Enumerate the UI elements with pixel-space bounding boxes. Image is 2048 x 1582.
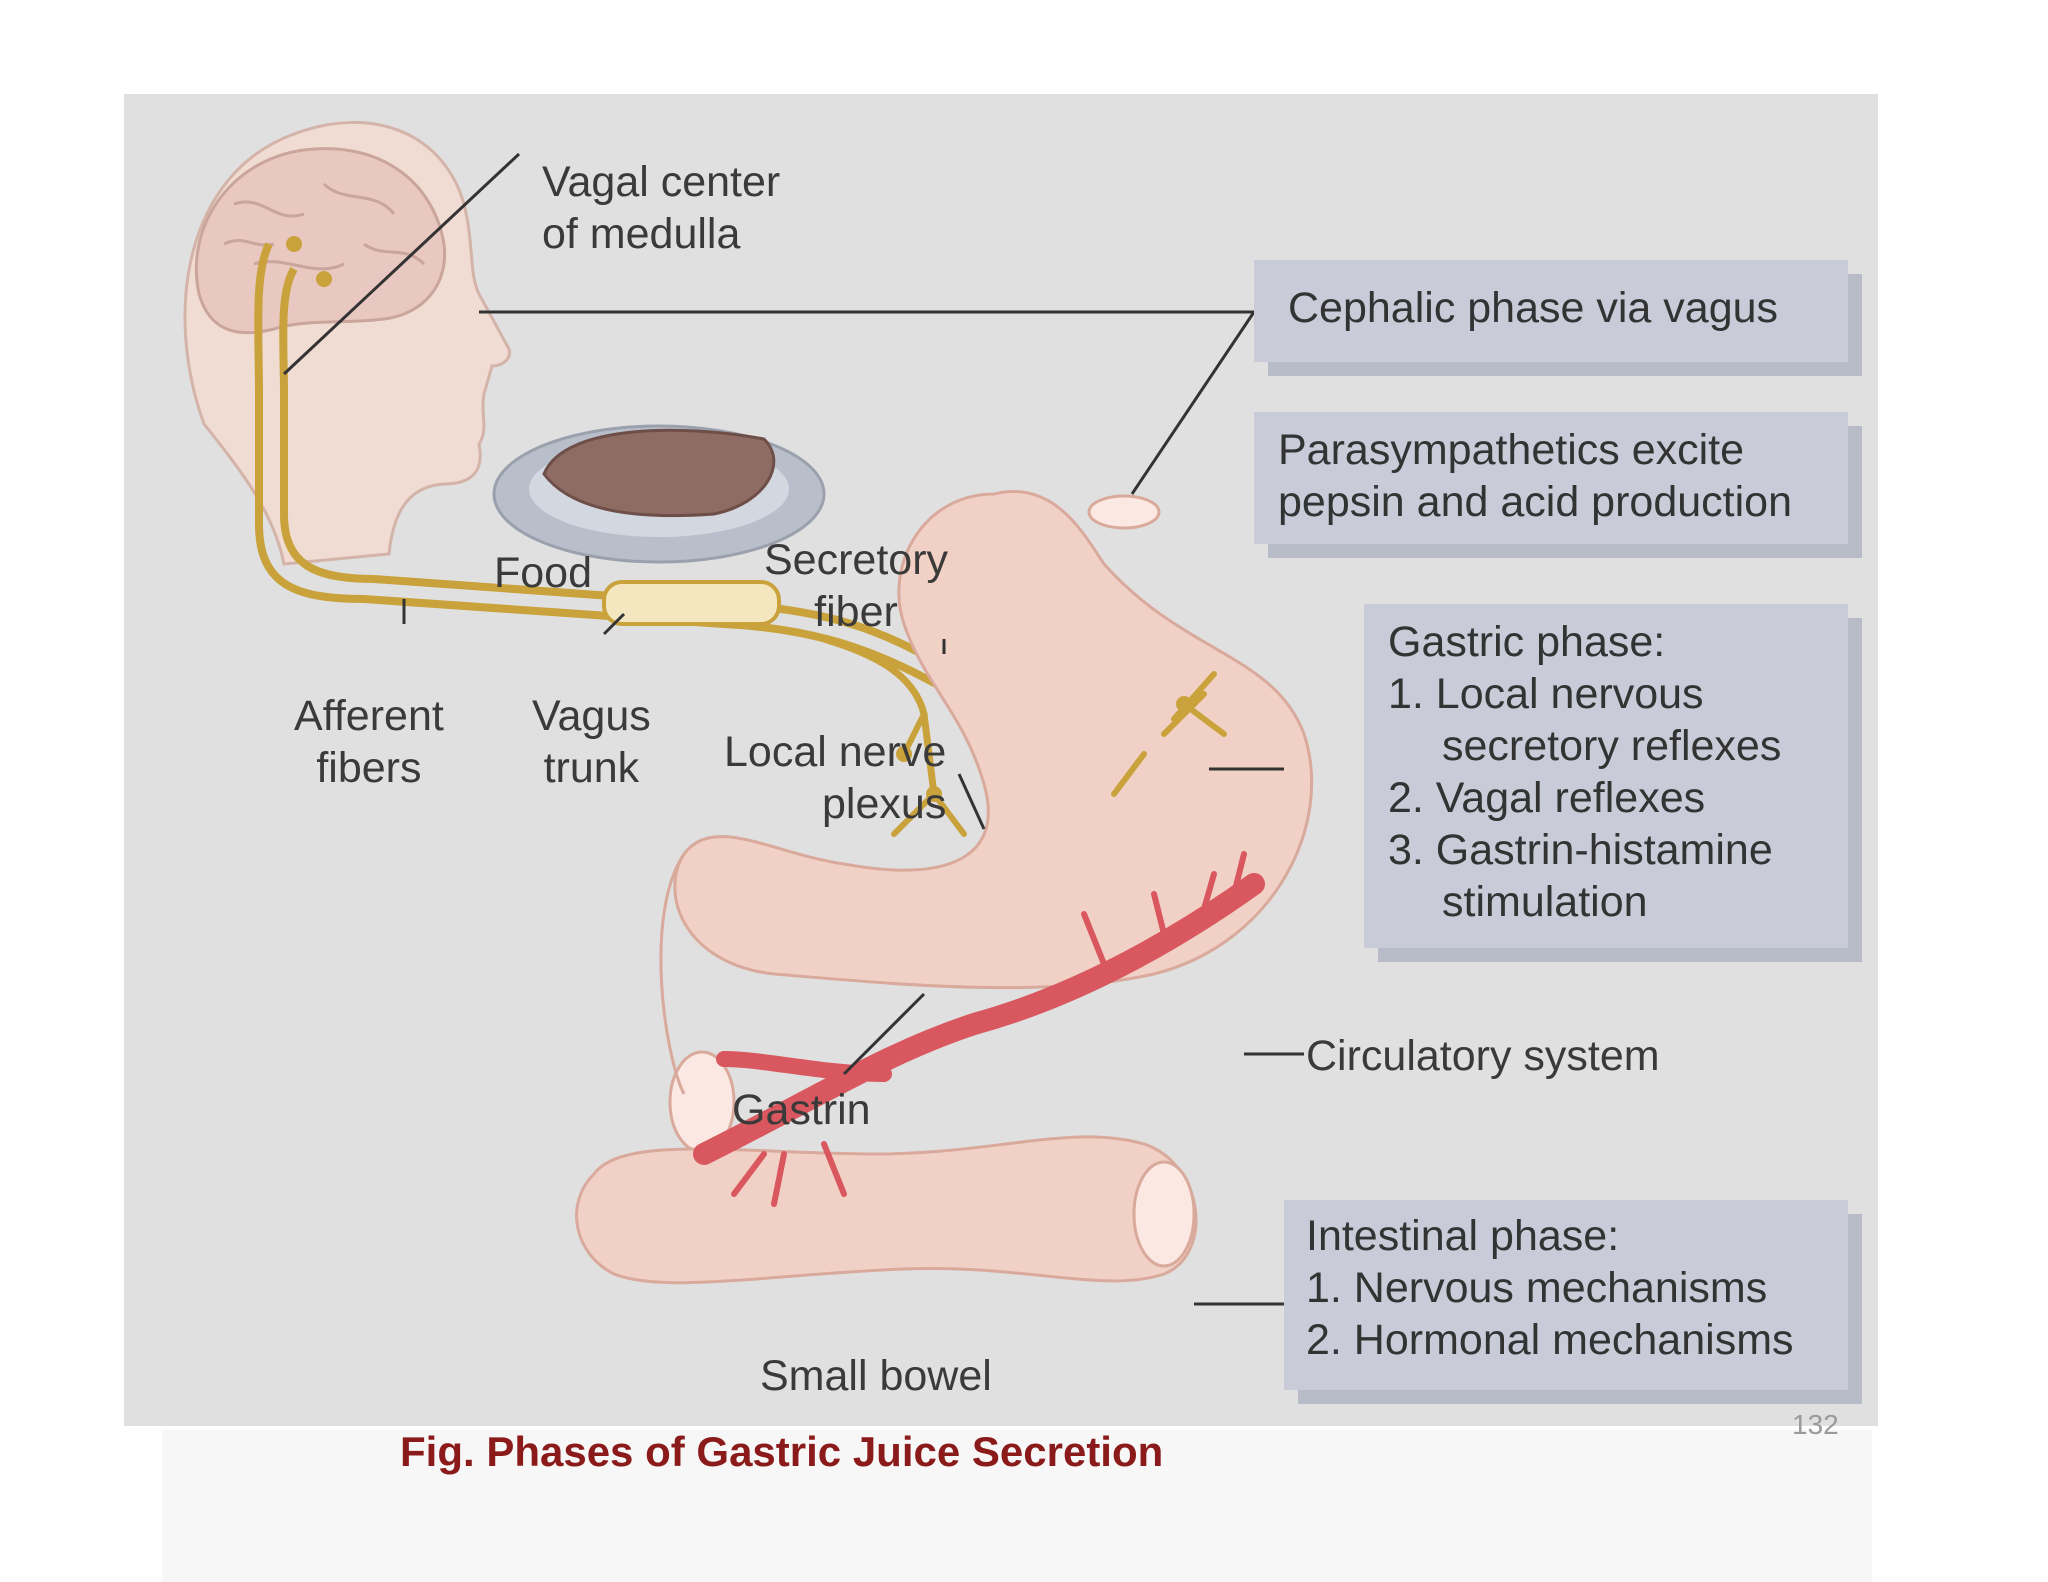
secretory-fiber-label: Secretory fiber [764,536,949,636]
blood-vessel [693,873,1265,1165]
gastric-secretion-figure: Vagal center of medulla Food Secretory f… [124,94,1878,1426]
medulla-neuron-1 [286,236,302,252]
stomach [673,490,1314,990]
anatomy-illustration [183,120,1314,1306]
plexus-neuron-3 [896,746,912,762]
local-nerve-plexus-label: Local nerve plexus [724,728,947,828]
afferent-fibers-label: Afferent fibers [294,692,444,792]
local-plexus-fiber [822,635,938,795]
food-label: Food [494,549,593,597]
figure-caption: Fig. Phases of Gastric Juice Secretion [400,1428,1164,1475]
plexus-neuron-2 [926,786,942,802]
efferent-nerve-fiber [279,266,1185,708]
medulla-neuron-2 [316,271,332,287]
vagus-trunk-label: Vagus trunk [532,692,651,792]
leader-lines [282,152,1304,1306]
gastric-nerve-endings [891,671,1227,837]
page-number: 132 [1792,1409,1839,1440]
gastrin-label: Gastrin [732,1086,871,1134]
vagus-trunk-sheath [602,580,781,626]
duodenum [659,853,686,1095]
capillaries [731,851,1247,1207]
small-bowel [575,1135,1198,1285]
steak [542,428,776,518]
esophagus-opening [1087,494,1161,530]
blood-vessel-branch [716,1051,892,1082]
plexus-neuron-1 [1176,696,1192,712]
vagal-center-label: Vagal center of medulla [542,158,781,258]
intestinal-phase-box: Intestinal phase: 1. Nervous mechanisms … [1284,1200,1848,1390]
circulatory-system-label: Circulatory system [1306,1032,1660,1080]
bowel-opening [1132,1160,1196,1268]
parasympathetics-box: Parasympathetics excite pepsin and acid … [1254,412,1848,544]
brain-folds [223,182,426,271]
cephalic-phase-box: Cephalic phase via vagus [1254,260,1848,362]
gastric-phase-box: Gastric phase: 1. Local nervous secretor… [1364,604,1848,948]
small-bowel-label: Small bowel [760,1352,992,1400]
page-bottom-wash [162,1430,1872,1582]
